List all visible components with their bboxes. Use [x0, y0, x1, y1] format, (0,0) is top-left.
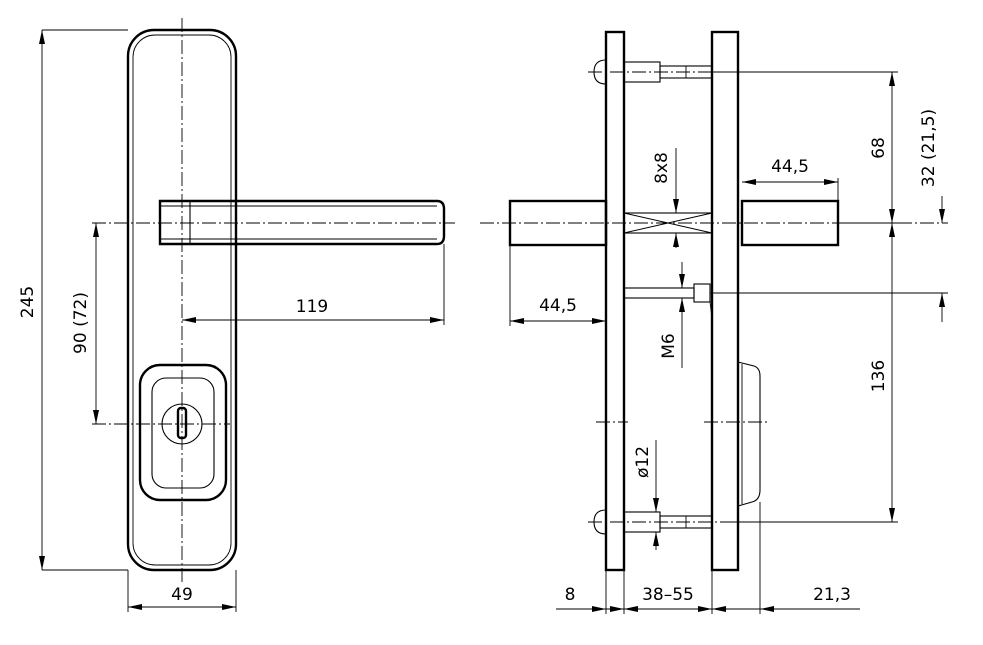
- arrow: [39, 30, 45, 44]
- arrow: [222, 604, 236, 610]
- dim-spindle-right: 44,5: [771, 157, 809, 177]
- arrow: [592, 318, 606, 324]
- arrow: [939, 209, 945, 223]
- dim-screw-spacing: 136: [869, 360, 889, 392]
- dim-bolt-diameter: ø12: [633, 446, 653, 478]
- arrow: [939, 293, 945, 307]
- arrow: [93, 410, 99, 424]
- dim-height: 245: [18, 286, 38, 318]
- dim-lever-length: 119: [296, 297, 328, 317]
- arrow: [889, 223, 895, 237]
- dim-square-spindle: 8x8: [652, 152, 672, 184]
- arrow: [679, 298, 685, 312]
- arrow: [673, 199, 679, 213]
- arrow: [182, 317, 196, 323]
- arrow: [39, 556, 45, 570]
- front-plate-side: [604, 30, 626, 572]
- screw-shaft: [623, 287, 695, 299]
- arrow: [610, 606, 624, 612]
- cylinder-escutcheon-outer: [138, 363, 228, 502]
- arrow: [889, 209, 895, 223]
- dim-key-offset: 90 (72): [71, 292, 91, 354]
- screw-head-m6: [693, 283, 711, 303]
- cylinder-guard-profile: [737, 361, 761, 507]
- cylinder-escutcheon-inner: [151, 377, 215, 489]
- arrow: [653, 498, 659, 512]
- arrow: [93, 223, 99, 237]
- dim-screw-top: 68: [869, 137, 889, 159]
- arrow: [824, 179, 838, 185]
- arrow: [673, 233, 679, 247]
- arrow: [653, 532, 659, 546]
- arrow: [510, 318, 524, 324]
- front-view: 245 90 (72) 119 49: [18, 18, 455, 612]
- arrow: [128, 604, 142, 610]
- dim-back-offset: 21,3: [813, 585, 851, 605]
- side-view: 44,5 44,5 8x8 M6 ø12 68: [480, 30, 948, 614]
- arrow: [679, 274, 685, 288]
- arrow: [592, 606, 606, 612]
- arrow: [742, 179, 756, 185]
- m6-screw: [623, 283, 713, 319]
- dim-width: 49: [171, 585, 193, 605]
- dim-screw-top-alt: 32 (21,5): [919, 109, 939, 187]
- dim-door-thickness: 38–55: [642, 585, 694, 605]
- dim-plate-thickness: 8: [565, 585, 576, 605]
- back-plate-side: [710, 30, 740, 572]
- arrow: [430, 317, 444, 323]
- arrow: [712, 606, 726, 612]
- arrow: [698, 606, 712, 612]
- arrow: [889, 72, 895, 86]
- arrow: [760, 606, 774, 612]
- dim-thread: M6: [659, 333, 679, 358]
- arrow: [624, 606, 638, 612]
- arrow: [889, 508, 895, 522]
- lever-handle: [158, 199, 446, 246]
- dim-spindle-left: 44,5: [539, 296, 577, 316]
- screw-tip: [709, 301, 713, 319]
